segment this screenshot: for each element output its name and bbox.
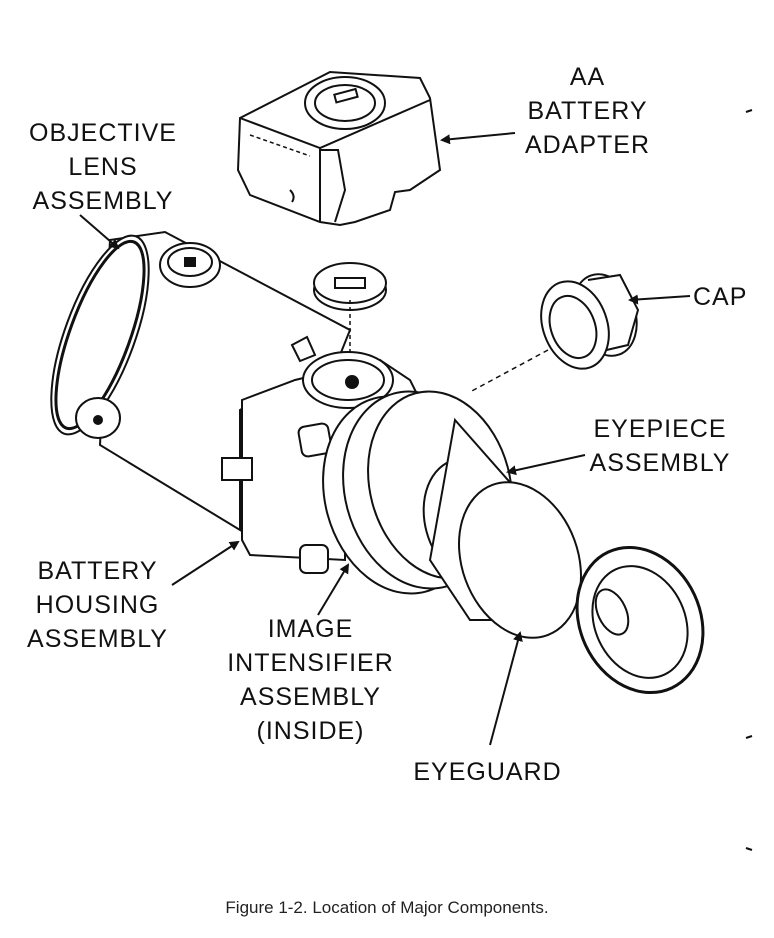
- label-line: AA: [569, 63, 606, 91]
- label-line: ASSEMBLY: [589, 449, 731, 477]
- leader-lines: [79, 132, 691, 746]
- leader-battery-housing: [171, 540, 240, 586]
- label-line: EYEGUARD: [413, 758, 562, 786]
- label-line: BATTERY: [37, 557, 158, 585]
- label-line: BATTERY: [527, 97, 648, 125]
- aa-battery-adapter-label: AA BATTERY ADAPTER: [515, 60, 660, 162]
- label-line: EYEPIECE: [593, 415, 727, 443]
- margin-marks: [745, 109, 753, 851]
- label-line: ADAPTER: [524, 131, 651, 159]
- label-line: ASSEMBLY: [32, 187, 174, 215]
- image-intensifier-assembly-label: IMAGE INTENSIFIER ASSEMBLY (INSIDE): [213, 612, 408, 748]
- label-line: ASSEMBLY: [27, 625, 168, 653]
- leader-eyeguard: [489, 631, 523, 746]
- battery-cap-disk-drawing: [313, 262, 387, 360]
- aa-battery-adapter-drawing: [236, 70, 442, 227]
- battery-housing-assembly-label: BATTERY HOUSING ASSEMBLY: [15, 554, 180, 656]
- eyepiece-drawing: [322, 390, 705, 695]
- label-line: ASSEMBLY: [240, 683, 381, 711]
- objective-lens-assembly-label: OBJECTIVE LENS ASSEMBLY: [18, 116, 188, 218]
- leader-objective-lens: [79, 214, 120, 250]
- label-line: (INSIDE): [256, 717, 365, 745]
- label-line: LENS: [68, 153, 138, 181]
- label-line: CAP: [693, 283, 748, 311]
- objective-lens-drawing: [50, 230, 352, 532]
- eyeguard-label: EYEGUARD: [400, 755, 575, 789]
- leader-aa-battery-adapter: [440, 132, 516, 145]
- leader-cap: [628, 294, 691, 305]
- label-line: IMAGE: [267, 615, 354, 643]
- label-line: HOUSING: [35, 591, 160, 619]
- figure-caption: Figure 1-2. Location of Major Components…: [225, 898, 549, 917]
- leader-eyepiece: [506, 454, 586, 476]
- leader-image-intensifier: [317, 563, 350, 616]
- eyepiece-assembly-label: EYEPIECE ASSEMBLY: [580, 412, 740, 480]
- label-line: OBJECTIVE: [29, 119, 177, 147]
- label-line: INTENSIFIER: [227, 649, 394, 677]
- cap-label: CAP: [693, 280, 747, 314]
- cap-drawing: [469, 273, 640, 393]
